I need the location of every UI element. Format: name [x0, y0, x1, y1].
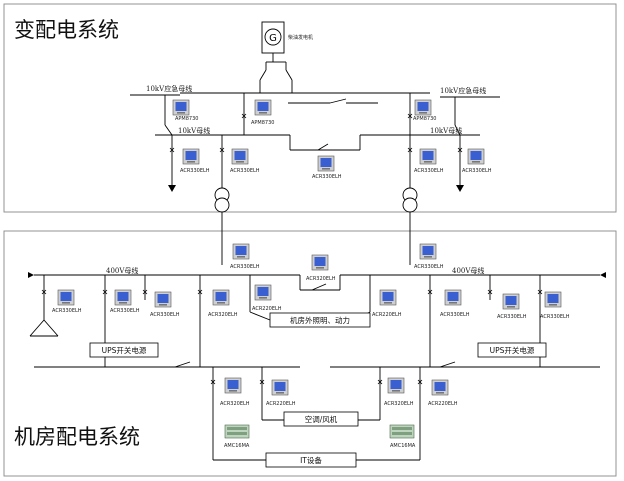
bus-right-label: 10kV母线: [430, 126, 462, 135]
feeder-arrows: [168, 185, 464, 192]
feeder-right-2-meter: [467, 148, 485, 165]
left-feeder-4-meter: [212, 289, 230, 306]
left-feeder-3-label: ACR330ELH: [150, 312, 180, 318]
left-feeder-4-label: ACR320ELH: [208, 312, 238, 318]
tie-meter: [317, 155, 335, 172]
bus-400v-right-label: 400V母线: [452, 266, 484, 275]
breakers-top: [169, 113, 463, 153]
feeder-left-1-meter: [182, 148, 200, 165]
transformers: [214, 187, 418, 213]
ac-box: [283, 411, 359, 427]
ups-left-label: UPS开关电源: [102, 345, 147, 355]
tie-400v-label: ACR320ELH: [306, 276, 336, 282]
feeder-right-1-label: ACR330ELH: [414, 168, 444, 174]
right-feeder-1-label: ACR220ELH: [372, 312, 402, 318]
ats-meter-center: [254, 99, 272, 116]
incomer-right-label: ACR330ELH: [414, 264, 444, 270]
ac-box-label: 空调/风机: [305, 414, 338, 424]
room-frame: [3, 230, 617, 477]
feeder-right-2-label: ACR330ELH: [462, 168, 492, 174]
ac-meter-2: [271, 379, 289, 396]
right-feeder-2-meter: [444, 289, 462, 306]
ups-left-box: [89, 342, 159, 358]
tie-400v-meter: [311, 254, 329, 271]
breakers-bottom: [41, 289, 543, 385]
amc-left-label: AMC16MA: [224, 443, 250, 449]
left-feeder-2-label: ACR330ELH: [110, 308, 140, 314]
ats-meter-right-label: APM8730: [413, 116, 436, 122]
right-feeder-2-label: ACR330ELH: [440, 312, 470, 318]
ups-right-box: [477, 342, 547, 358]
ats-meter-right: [414, 99, 432, 116]
left-feeder-5-meter: [254, 284, 272, 301]
feeder-left-2-meter: [231, 148, 249, 165]
ac-meter-4: [431, 379, 449, 396]
it-box-label: IT设备: [300, 455, 322, 465]
substation-wiring: [130, 53, 500, 265]
ac-meter-4-label: ACR220ELH: [428, 401, 458, 407]
bus-left-label: 10kV母线: [178, 126, 210, 135]
ats-meter-left: [172, 99, 190, 116]
lighting-box-label: 机房外照明、动力: [290, 315, 350, 325]
emergency-bus-right-label: 10kV应急母线: [440, 86, 486, 95]
substation-frame: [3, 3, 617, 213]
ats-meter-center-label: APM8730: [251, 120, 274, 126]
bus-arrows: [28, 272, 606, 278]
ac-meter-3-label: ACR320ELH: [384, 401, 414, 407]
left-feeder-1-meter: [57, 289, 75, 306]
left-feeder-5-label: ACR220ELH: [252, 306, 282, 312]
right-feeder-4-label: ACR330ELH: [540, 314, 570, 320]
feeder-left-2-label: ACR330ELH: [230, 168, 260, 174]
room-title: 机房配电系统: [14, 425, 140, 449]
ac-meter-1: [224, 377, 242, 394]
incomer-left-meter: [232, 243, 250, 260]
right-feeder-4-meter: [544, 291, 562, 308]
incomer-right-meter: [419, 243, 437, 260]
tie-meter-label: ACR330ELH: [312, 174, 342, 180]
right-feeder-3-meter: [502, 293, 520, 310]
amc-right-module: [389, 424, 415, 439]
feeder-left-1-label: ACR330ELH: [180, 168, 210, 174]
svg-text:G: G: [269, 33, 277, 44]
generator: G 柴油发电机: [261, 21, 313, 54]
substation-title: 变配电系统: [14, 18, 119, 42]
left-feeder-1-label: ACR330ELH: [52, 308, 82, 314]
ups-right-label: UPS开关电源: [490, 345, 535, 355]
ac-meter-1-label: ACR320ELH: [220, 401, 250, 407]
ac-meter-2-label: ACR220ELH: [266, 401, 296, 407]
ats-meter-left-label: APM8730: [175, 116, 198, 122]
emergency-bus-left-label: 10kV应急母线: [146, 84, 192, 93]
right-feeder-1-meter: [379, 289, 397, 306]
amc-right-label: AMC16MA: [390, 443, 416, 449]
ac-meter-3: [387, 377, 405, 394]
feeder-right-1-meter: [419, 148, 437, 165]
generator-icon: [264, 28, 282, 46]
it-box: [265, 452, 357, 468]
room-wiring: [29, 274, 600, 461]
bus-400v-left-label: 400V母线: [106, 266, 138, 275]
lighting-box: [269, 312, 371, 328]
amc-left-module: [224, 424, 250, 439]
generator-label: 柴油发电机: [288, 34, 313, 41]
left-feeder-2-meter: [114, 289, 132, 306]
left-feeder-3-meter: [154, 291, 172, 308]
right-feeder-3-label: ACR330ELH: [497, 314, 527, 320]
incomer-left-label: ACR330ELH: [230, 264, 260, 270]
